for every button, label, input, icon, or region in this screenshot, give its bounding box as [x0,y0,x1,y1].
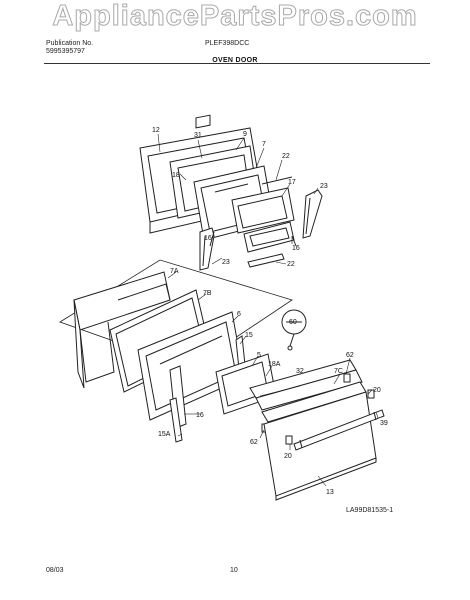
callout-60: 60 [289,319,297,326]
publication-number: 5995395797 [46,48,85,55]
header-rule [44,63,430,64]
part-23-hinge-right [302,189,323,239]
callout-5: 5 [257,352,261,359]
callout-16-lower: 16 [196,412,204,419]
part-23-hinge-left [199,227,215,271]
part-60-screw [281,309,307,351]
part-18a-trim [249,359,363,411]
part-13-outer-door [263,391,385,501]
part-7a-insulation [73,271,171,389]
footer-page-number: 10 [230,567,238,574]
callout-6: 6 [237,311,241,318]
callout-12: 12 [152,127,160,134]
callout-17: 17 [288,179,296,186]
callout-13: 13 [326,489,334,496]
callout-23-right: 23 [320,183,328,190]
footer-date: 08/03 [46,567,64,574]
callout-7a: 7A [170,268,179,275]
callout-16-left: 16 [204,235,212,242]
callout-39: 39 [380,420,388,427]
callout-18: 18 [172,172,180,179]
section-title: OVEN DOOR [212,57,258,64]
part-17-glass-pack [231,187,295,253]
callout-23-left: 23 [222,259,230,266]
callout-22-bottom: 22 [287,261,295,268]
callout-18a: 18A [268,361,281,368]
watermark: AppliancePartsPros.com [52,0,418,33]
callout-32: 32 [296,368,304,375]
callout-7b: 7B [203,290,212,297]
callout-31: 31 [194,132,202,139]
callout-7c: 7C [334,368,343,375]
callout-22-top: 22 [282,153,290,160]
callout-15: 15 [245,332,253,339]
callout-16-right: 16 [292,245,300,252]
callout-15a: 15A [158,431,171,438]
publication-label: Publication No. [46,40,94,47]
callout-20-right: 20 [373,387,381,394]
callout-9: 9 [243,131,247,138]
figure-code: LA99D81535-1 [346,507,394,514]
callout-7: 7 [262,141,266,148]
callout-62-top: 62 [346,352,354,359]
callout-62-bottom: 62 [250,439,258,446]
callout-20-left: 20 [284,453,292,460]
model-number: PLEF398DCC [205,40,250,47]
